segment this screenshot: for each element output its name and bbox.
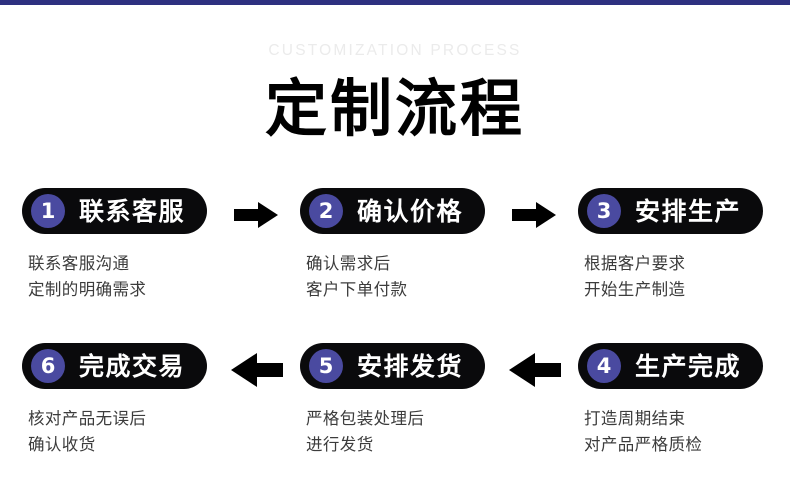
step-description-line-1: 严格包装处理后	[306, 409, 425, 428]
step-description-line-1: 打造周期结束	[584, 409, 686, 428]
step-label-5: 安排发货	[357, 351, 464, 381]
step-description-5: 严格包装处理后 进行发货	[306, 406, 500, 457]
step-pill-4[interactable]: 4 生产完成	[578, 343, 764, 389]
step-description-line-2: 客户下单付款	[306, 279, 408, 299]
step-pill-5[interactable]: 5 安排发货	[300, 343, 486, 389]
step-label-2: 确认价格	[357, 196, 464, 226]
step-description-4: 打造周期结束 对产品严格质检	[584, 406, 778, 457]
step-label-6: 完成交易	[79, 351, 186, 381]
step-number-badge-5: 5	[309, 349, 343, 383]
process-step-4: 4 生产完成 打造周期结束 对产品严格质检	[578, 343, 778, 457]
step-description-line-2: 定制的明确需求	[28, 279, 147, 299]
process-row-bottom: 6 完成交易 核对产品无误后 确认收货 5 安排发货 严格包装处理后 进行发货 …	[0, 343, 790, 463]
step-number-badge-2: 2	[309, 194, 343, 228]
step-description-line-1: 根据客户要求	[584, 254, 686, 273]
step-description-line-2: 开始生产制造	[584, 279, 686, 299]
step-pill-1[interactable]: 1 联系客服	[22, 188, 208, 234]
page-eyebrow: CUSTOMIZATION PROCESS	[268, 42, 522, 59]
step-label-1: 联系客服	[79, 196, 186, 226]
process-step-3: 3 安排生产 根据客户要求 开始生产制造	[578, 188, 778, 302]
arrow-left-icon	[231, 353, 283, 387]
arrow-right-icon	[234, 202, 278, 228]
step-label-3: 安排生产	[635, 196, 742, 226]
step-description-line-1: 核对产品无误后	[28, 409, 147, 428]
top-accent-bar	[0, 0, 790, 5]
step-description-6: 核对产品无误后 确认收货	[28, 406, 222, 457]
process-row-top: 1 联系客服 联系客服沟通 定制的明确需求 2 确认价格 确认需求后 客户下单付…	[0, 188, 790, 308]
step-description-line-2: 对产品严格质检	[584, 434, 703, 454]
step-description-line-2: 确认收货	[28, 434, 96, 454]
step-number-badge-6: 6	[31, 349, 65, 383]
step-number-badge-3: 3	[587, 194, 621, 228]
step-pill-3[interactable]: 3 安排生产	[578, 188, 764, 234]
step-description-line-1: 联系客服沟通	[28, 254, 130, 273]
step-description-1: 联系客服沟通 定制的明确需求	[28, 251, 222, 302]
process-step-1: 1 联系客服 联系客服沟通 定制的明确需求	[22, 188, 222, 302]
step-number-badge-4: 4	[587, 349, 621, 383]
step-description-2: 确认需求后 客户下单付款	[306, 251, 500, 302]
step-label-4: 生产完成	[635, 351, 742, 381]
page-title: 定制流程	[264, 71, 525, 145]
arrow-left-icon	[509, 353, 561, 387]
process-step-5: 5 安排发货 严格包装处理后 进行发货	[300, 343, 500, 457]
step-pill-2[interactable]: 2 确认价格	[300, 188, 486, 234]
process-step-6: 6 完成交易 核对产品无误后 确认收货	[22, 343, 222, 457]
page-header: CUSTOMIZATION PROCESS 定制流程	[0, 5, 790, 141]
step-description-line-1: 确认需求后	[306, 254, 391, 273]
step-pill-6[interactable]: 6 完成交易	[22, 343, 208, 389]
step-number-badge-1: 1	[31, 194, 65, 228]
step-description-line-2: 进行发货	[306, 434, 374, 454]
step-description-3: 根据客户要求 开始生产制造	[584, 251, 778, 302]
arrow-right-icon	[512, 202, 556, 228]
process-step-2: 2 确认价格 确认需求后 客户下单付款	[300, 188, 500, 302]
